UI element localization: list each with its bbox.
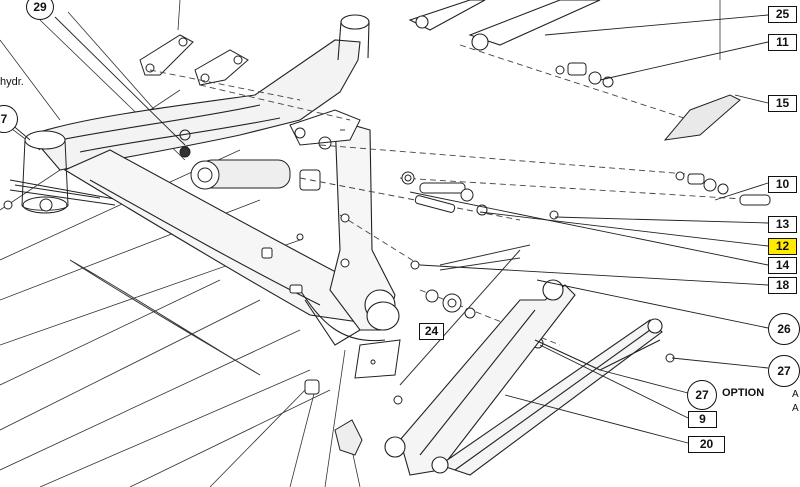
callout-27-option: 27 — [687, 380, 717, 410]
seat-tube — [299, 119, 400, 346]
option-label: OPTION — [722, 387, 765, 399]
rear-shock — [179, 129, 321, 191]
callout-18: 18 — [768, 277, 797, 294]
callout-10: 10 — [768, 176, 797, 193]
swingarm — [384, 279, 663, 476]
callout-9: 9 — [688, 411, 717, 428]
seat-stays-top — [408, 0, 601, 51]
callout-26: 26 — [768, 313, 800, 345]
leader-lines-left — [0, 0, 721, 487]
callout-25: 25 — [768, 6, 797, 23]
leader-lines-right — [340, 14, 769, 444]
top-tube — [29, 14, 370, 171]
chain-guard — [663, 94, 741, 141]
head-tube — [9, 130, 121, 214]
partial-text-hydr: hydr. — [0, 76, 24, 88]
small-parts-bottom — [3, 198, 403, 456]
top-link-parts — [139, 34, 361, 150]
plate-part — [354, 244, 531, 386]
callout-15: 15 — [768, 95, 797, 112]
callout-14: 14 — [768, 257, 797, 274]
callout-27-right: 27 — [768, 355, 800, 387]
curved-shape — [69, 259, 261, 376]
callout-29: 29 — [26, 0, 54, 20]
edge-mark-a-top: A — [792, 389, 799, 400]
callout-20: 20 — [688, 436, 725, 453]
edge-mark-a-bottom: A — [792, 403, 799, 414]
callout-11: 11 — [768, 34, 797, 51]
callout-12-highlighted: 12 — [768, 238, 797, 255]
callout-24: 24 — [419, 323, 444, 340]
callout-13: 13 — [768, 216, 797, 233]
